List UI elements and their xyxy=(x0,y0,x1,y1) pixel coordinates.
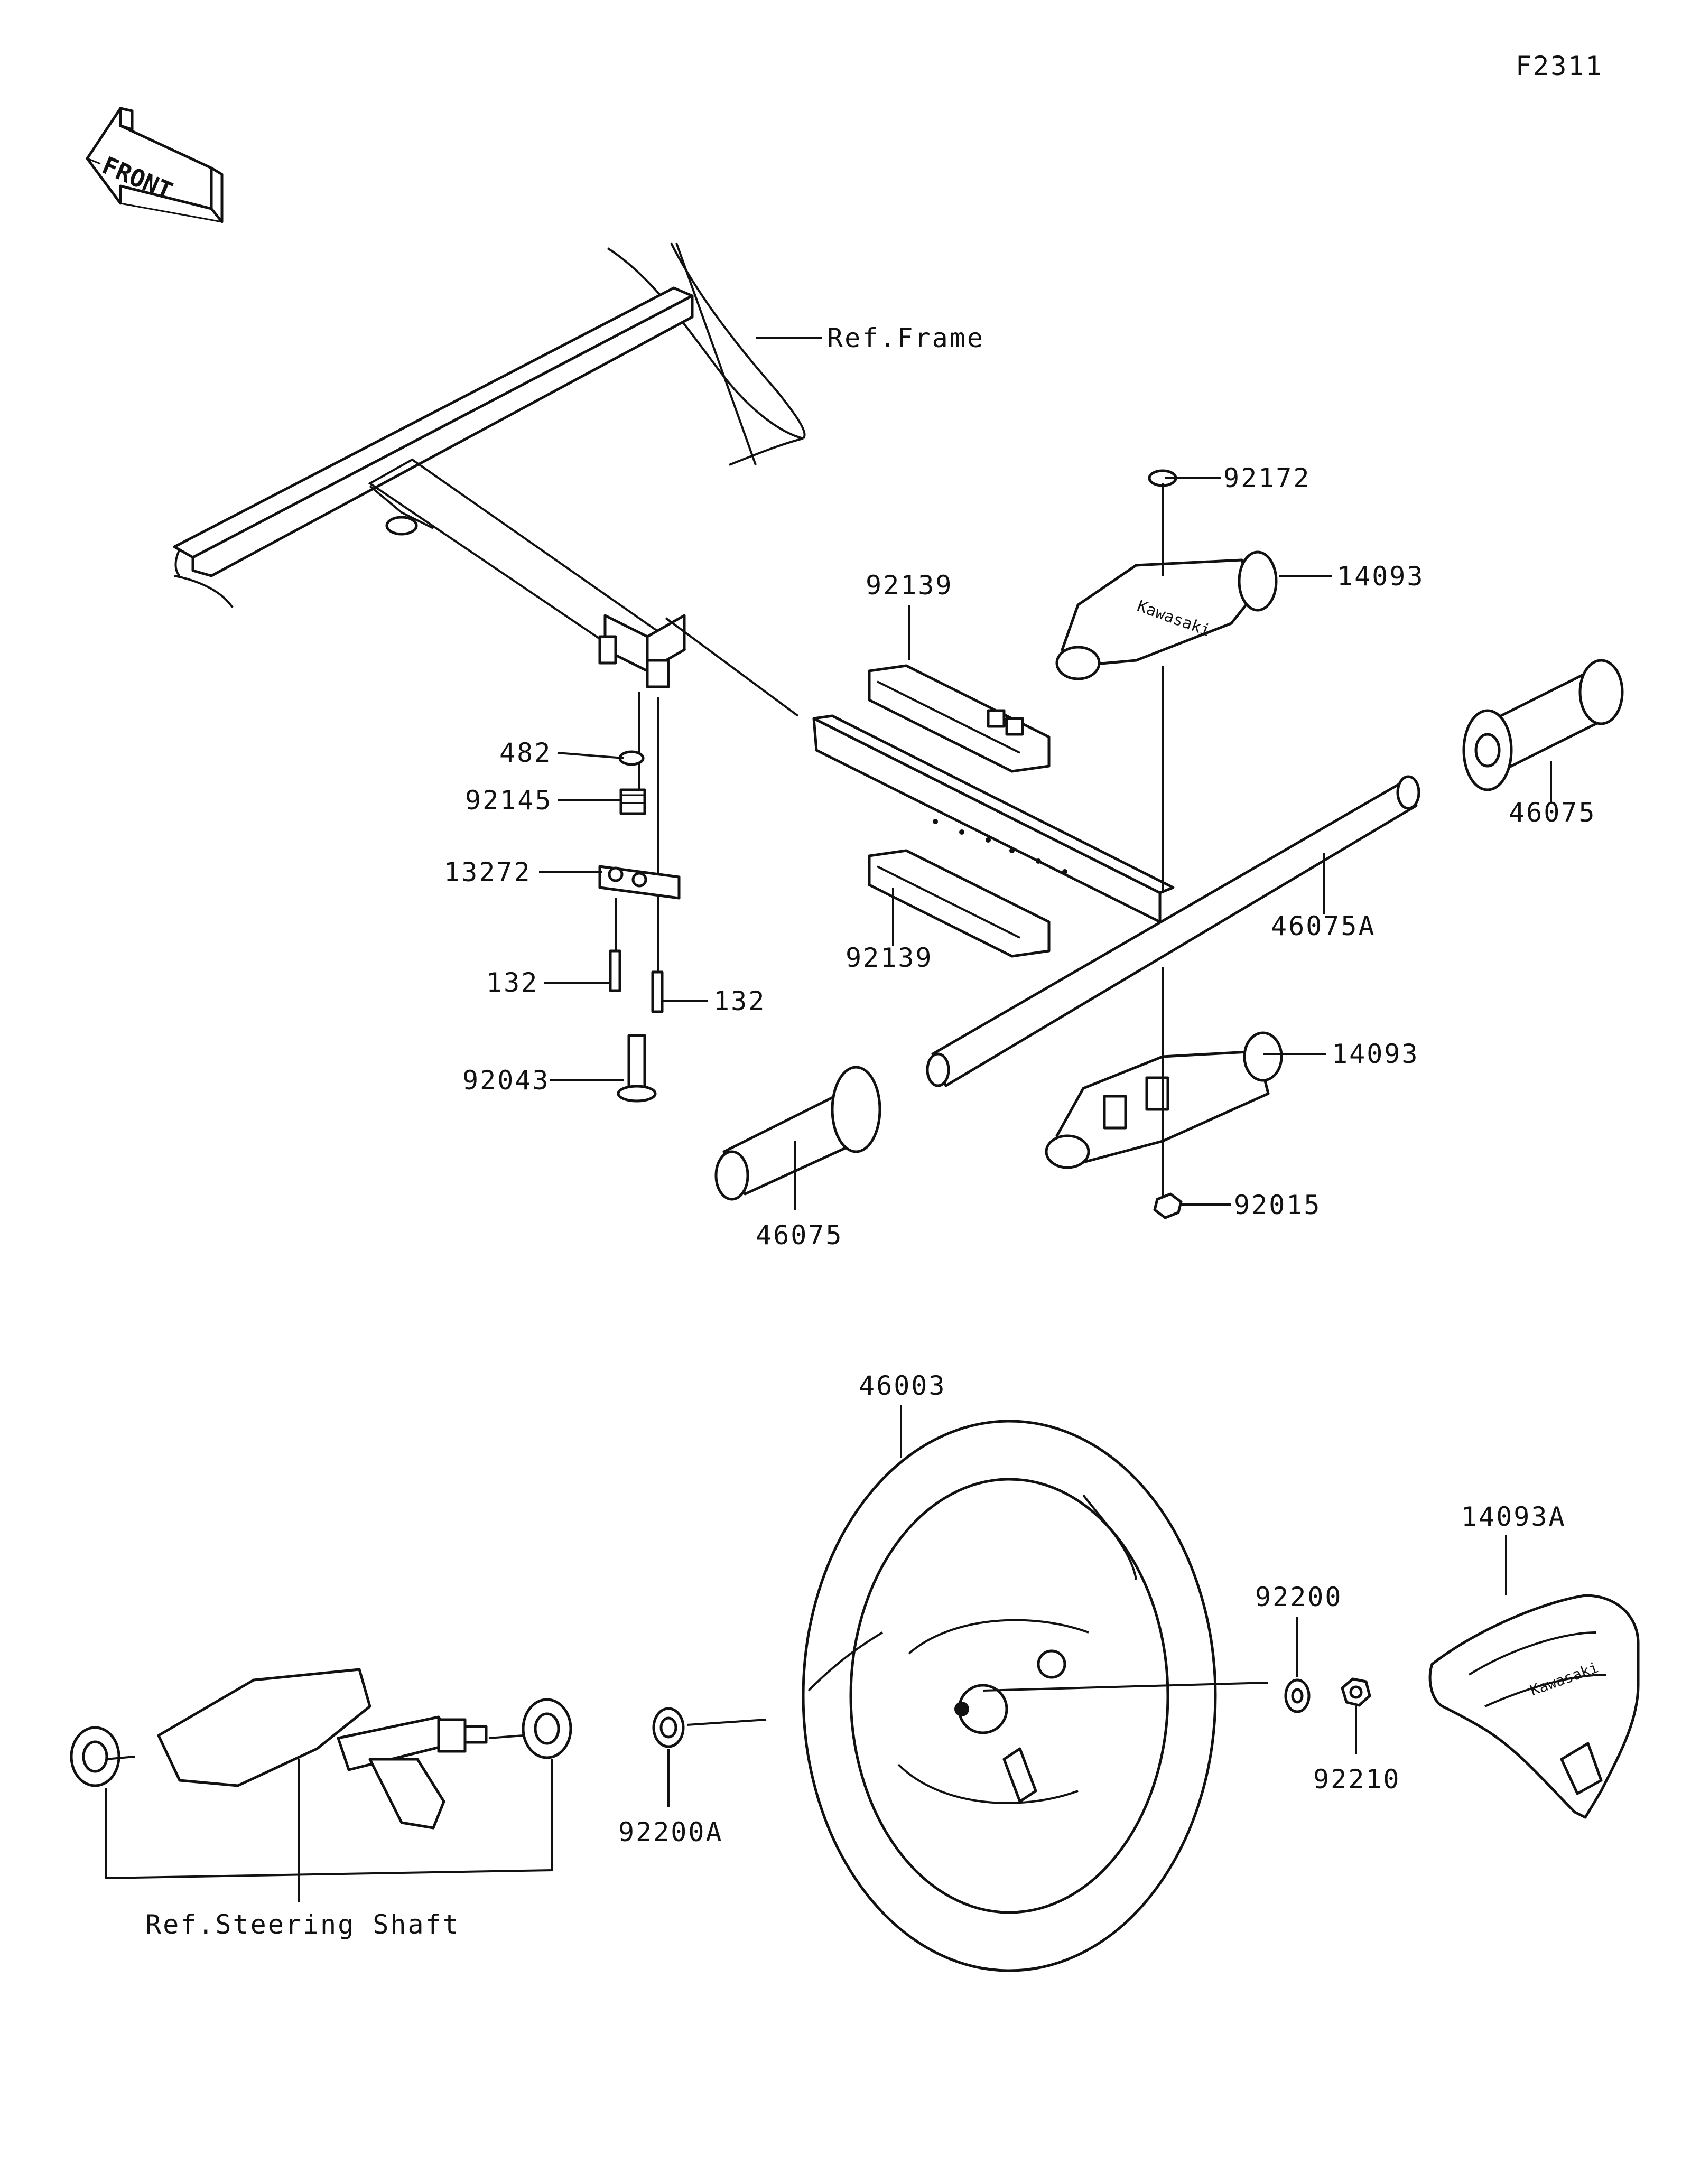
part-92139-upper-label: 92139 xyxy=(866,570,953,601)
part-14093A-label: 14093A xyxy=(1461,1501,1566,1532)
steering-shaft-ref-label: Ref.Steering Shaft xyxy=(145,1909,460,1940)
part-92200A-label: 92200A xyxy=(618,1817,723,1847)
part-46075-left-label: 46075 xyxy=(756,1220,843,1250)
nut-92015 xyxy=(1153,666,1183,1219)
part-132-right-label: 132 xyxy=(713,986,766,1016)
grip-left xyxy=(714,1066,881,1201)
part-92210-label: 92210 xyxy=(1313,1764,1401,1795)
washer-92200A xyxy=(652,1707,685,1748)
steering-pad: Kawasaki xyxy=(1428,1594,1640,1819)
part-46075A-label: 46075A xyxy=(1271,911,1376,941)
part-482-label: 482 xyxy=(499,738,552,768)
part-132-left-label: 132 xyxy=(486,967,538,998)
handlebar-cover-upper: Kawasaki xyxy=(1055,550,1278,680)
clamp-pad-upper xyxy=(868,664,1051,773)
part-92015-label: 92015 xyxy=(1234,1190,1322,1220)
part-46003-label: 46003 xyxy=(859,1370,946,1401)
part-14093-lower-label: 14093 xyxy=(1332,1039,1419,1069)
clamp-pad-lower xyxy=(868,849,1051,958)
part-14093-upper-label: 14093 xyxy=(1337,561,1425,592)
part-92139-lower-label: 92139 xyxy=(846,942,933,973)
front-arrow-icon: FRONT xyxy=(86,107,224,223)
steering-wheel xyxy=(802,1420,1217,1972)
grip-right xyxy=(1462,659,1624,791)
figure-code: F2311 xyxy=(1516,51,1603,81)
leader-lines xyxy=(539,477,1552,1807)
part-92145-label: 92145 xyxy=(465,785,553,816)
frame-ref-label: Ref.Frame xyxy=(827,323,984,353)
part-92200-label: 92200 xyxy=(1255,1582,1343,1612)
screw-92172 xyxy=(1148,469,1177,576)
handlebar-cover-lower xyxy=(1045,1031,1283,1169)
frame-cross-tube xyxy=(173,286,799,717)
steering-shaft-ref: Ref.Steering Shaft xyxy=(70,1668,572,1940)
part-46075-right-label: 46075 xyxy=(1509,797,1596,828)
part-92043-label: 92043 xyxy=(462,1065,550,1096)
nut-92210 xyxy=(1341,1677,1371,1707)
part-13272-label: 13272 xyxy=(444,857,532,888)
handlebar-tube xyxy=(812,714,1420,1087)
washer-92200 xyxy=(1284,1678,1311,1713)
fastener-stack xyxy=(598,692,681,1103)
part-92172-label: 92172 xyxy=(1223,463,1311,493)
frame-ref-drawing: Ref.Frame xyxy=(607,242,984,466)
